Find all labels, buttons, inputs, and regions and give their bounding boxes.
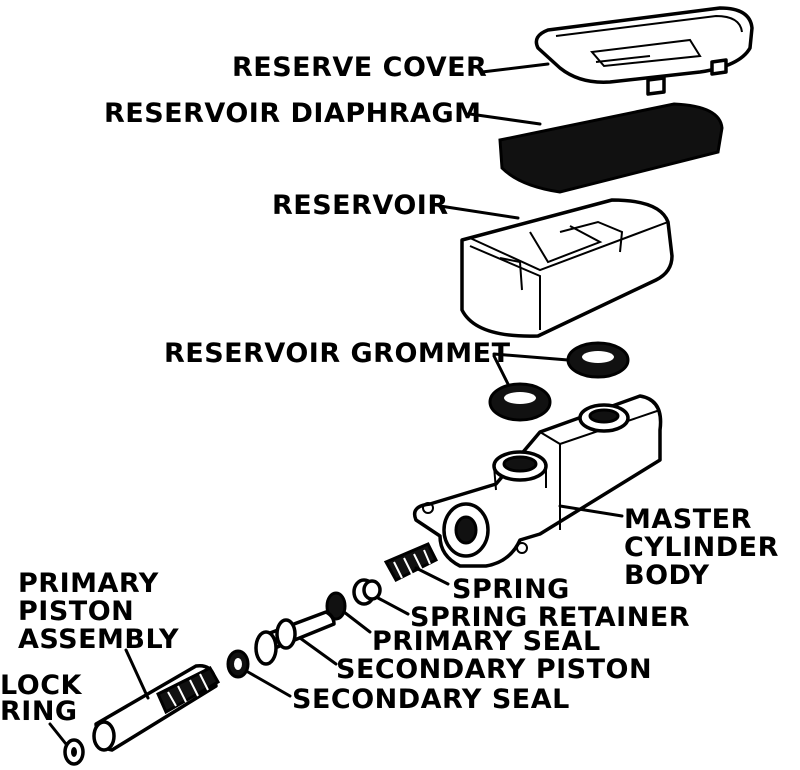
leader-primary-piston-assembly	[124, 648, 150, 700]
label-master-line-2: CYLINDER	[624, 532, 779, 563]
label-master-line-3: BODY	[624, 560, 710, 591]
reservoir-grommets	[488, 341, 630, 422]
leader-reserve-cover	[480, 62, 550, 74]
reserve-cover	[534, 6, 754, 96]
secondary-piston	[254, 610, 336, 666]
spring	[383, 542, 439, 582]
reservoir-diaphragm	[498, 102, 724, 194]
leader-reservoir-diaphragm	[468, 112, 542, 126]
master-cylinder-body	[412, 394, 663, 568]
label-reservoir: RESERVOIR	[272, 190, 449, 221]
label-lock-line-2: RING	[0, 696, 78, 727]
leader-spring-retainer	[376, 596, 410, 616]
reservoir	[460, 198, 674, 338]
secondary-seal	[226, 649, 250, 679]
label-lock-line-1: LOCK	[0, 670, 83, 701]
leader-reservoir-grommet	[492, 352, 570, 386]
leader-secondary-seal	[246, 670, 292, 698]
label-secondary-piston: SECONDARY PISTON	[336, 654, 652, 685]
label-secondary-seal: SECONDARY SEAL	[292, 684, 570, 715]
label-primary-piston-line-3: ASSEMBLY	[18, 624, 179, 655]
primary-piston-assembly	[92, 663, 221, 752]
leader-primary-seal	[342, 610, 372, 634]
leader-master-cylinder-body	[558, 504, 624, 518]
label-spring: SPRING	[452, 574, 570, 605]
primary-seal	[325, 591, 347, 621]
label-reservoir-diaphragm: RESERVOIR DIAPHRAGM	[104, 98, 481, 129]
label-reserve-cover: RESERVE COVER	[232, 52, 487, 83]
label-spring-retainer: SPRING RETAINER	[410, 602, 690, 633]
leader-reservoir	[438, 204, 520, 220]
label-primary-piston-line-1: PRIMARY	[18, 568, 159, 599]
label-primary-seal: PRIMARY SEAL	[372, 626, 601, 657]
spring-retainer	[352, 578, 382, 606]
label-master-line-1: MASTER	[624, 504, 752, 535]
lock-ring	[63, 738, 85, 766]
leader-spring	[414, 566, 450, 586]
leader-secondary-piston	[298, 636, 338, 666]
leader-lock-ring	[48, 722, 68, 746]
label-primary-piston-line-2: PISTON	[18, 596, 134, 627]
label-reservoir-grommet: RESERVOIR GROMMET	[164, 338, 511, 369]
